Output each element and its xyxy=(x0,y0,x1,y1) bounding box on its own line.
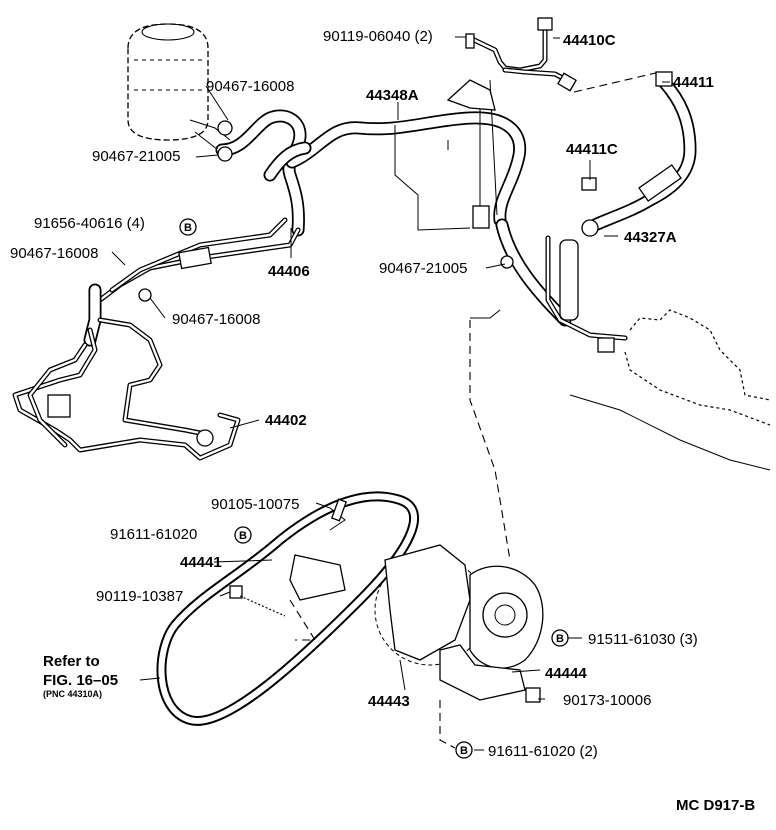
label-91611-61020-2: 91611-61020 (2) xyxy=(488,743,598,760)
label-44411C: 44411C xyxy=(566,141,618,158)
return-hose-illustration xyxy=(215,79,572,327)
label-44441: 44441 xyxy=(180,554,222,571)
refer-line-2: FIG. 16–05 xyxy=(43,672,118,689)
svg-text:B: B xyxy=(460,745,468,757)
label-90467-16008-left: 90467-16008 xyxy=(10,245,98,262)
leader-lines xyxy=(111,36,670,751)
pressure-hose-44411-illustration xyxy=(581,71,697,237)
part-labels: 90119-06040 (2) 44410C 44411 90467-16008… xyxy=(10,28,755,814)
tube-assembly-illustration xyxy=(12,120,514,461)
label-91656-40616: 91656-40616 (4) xyxy=(34,215,145,232)
label-44406: 44406 xyxy=(268,263,310,280)
label-91511-61030: 91511-61030 (3) xyxy=(588,631,698,648)
label-90467-16008-top: 90467-16008 xyxy=(206,78,294,95)
label-90173-10006: 90173-10006 xyxy=(563,692,651,709)
label-44443: 44443 xyxy=(368,693,410,710)
label-90467-21005-left: 90467-21005 xyxy=(92,148,180,165)
label-90105-10075: 90105-10075 xyxy=(211,496,299,513)
power-steering-pump-illustration xyxy=(229,320,544,749)
svg-text:B: B xyxy=(239,530,247,542)
label-44411: 44411 xyxy=(673,74,714,91)
label-44348A: 44348A xyxy=(366,87,419,104)
diagram-code: MC D917-B xyxy=(676,797,755,814)
pressure-line-illustration xyxy=(446,17,661,111)
badge-b-3: B xyxy=(551,629,569,647)
svg-text:B: B xyxy=(556,633,564,645)
drive-belt-illustration xyxy=(156,491,420,726)
label-90119-06040: 90119-06040 (2) xyxy=(323,28,433,45)
steering-gear-housing-illustration xyxy=(470,235,771,471)
reservoir-tank-illustration xyxy=(127,23,231,151)
badge-b-2: B xyxy=(234,526,252,544)
label-44410C: 44410C xyxy=(563,32,616,49)
badge-b-4: B xyxy=(455,741,473,759)
label-90119-10387: 90119-10387 xyxy=(96,588,183,605)
svg-text:B: B xyxy=(184,222,192,234)
badge-b-1: B xyxy=(179,218,197,236)
label-90467-21005-mid: 90467-21005 xyxy=(379,260,467,277)
label-44402: 44402 xyxy=(265,412,307,429)
label-91611-61020: 91611-61020 xyxy=(110,526,197,543)
refer-line-3: (PNC 44310A) xyxy=(43,689,102,699)
label-44327A: 44327A xyxy=(624,229,677,246)
label-44444: 44444 xyxy=(545,665,587,682)
refer-line-1: Refer to xyxy=(43,653,100,670)
label-90467-16008-low: 90467-16008 xyxy=(172,311,260,328)
